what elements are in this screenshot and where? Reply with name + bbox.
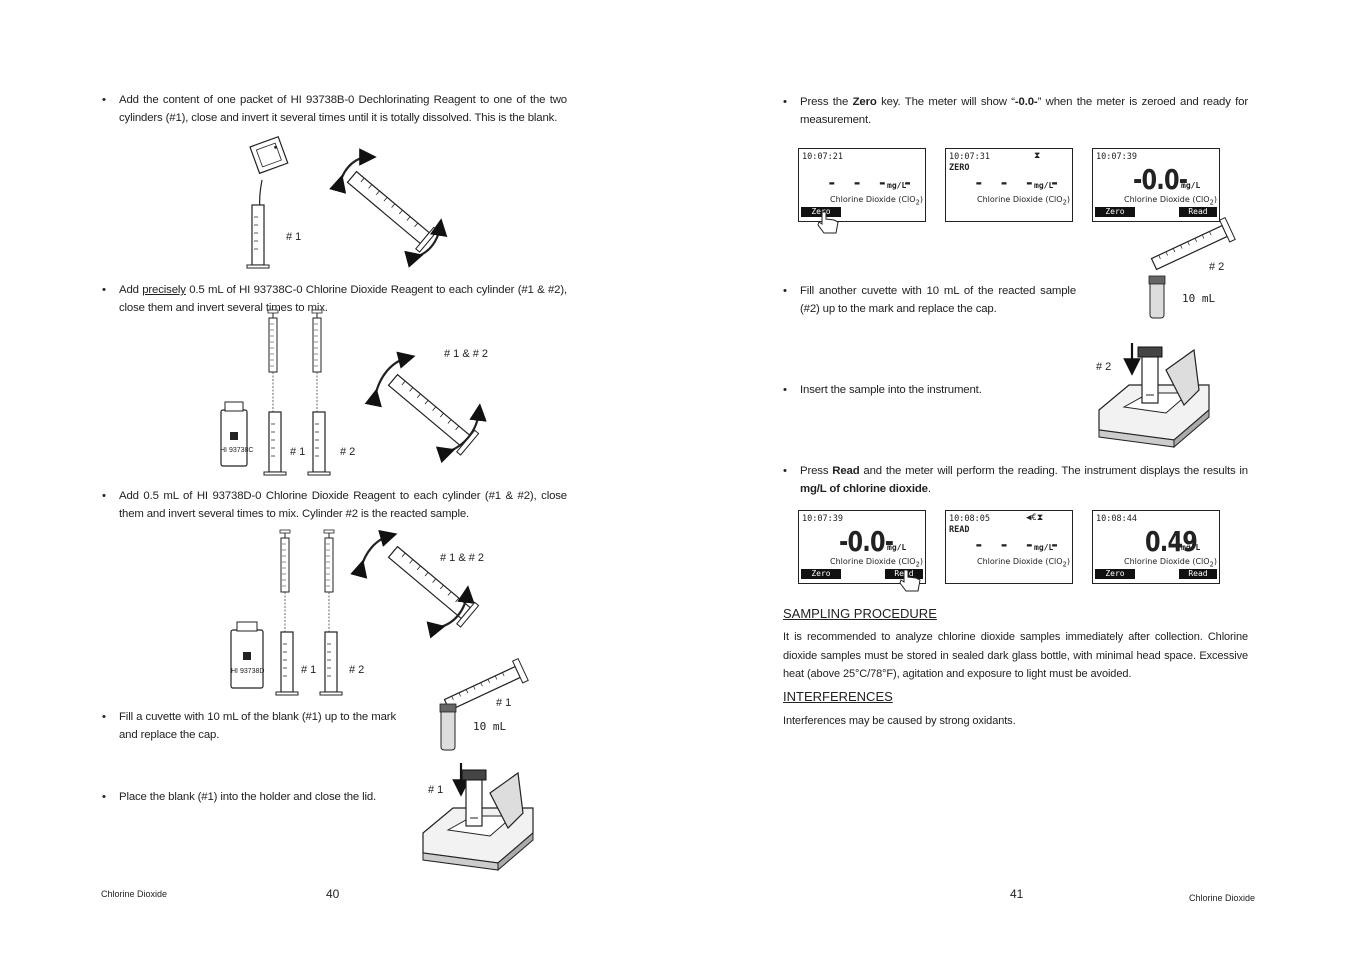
pointing-hand-icon bbox=[817, 211, 839, 234]
lamp-hourglass-icon: ◀€⧗ bbox=[1026, 513, 1044, 523]
step-add-dechlorinating-reagent: •Add the content of one packet of HI 937… bbox=[102, 94, 567, 124]
interferences-text: Interferences may be caused by strong ox… bbox=[783, 715, 1016, 727]
step-press-read: •Press Read and the meter will perform t… bbox=[783, 465, 1248, 495]
cylinder-2-label-c: # 2 bbox=[349, 664, 365, 676]
step-insert-sample: •Insert the sample into the instrument. bbox=[783, 384, 982, 396]
right-page: •Press the Zero key. The meter will show… bbox=[676, 0, 1351, 954]
zero-soft-key-3[interactable]: Zero bbox=[801, 569, 841, 579]
step-press-zero: •Press the Zero key. The meter will show… bbox=[783, 96, 1249, 126]
meter-sample-label: # 2 bbox=[1096, 361, 1112, 373]
insert-sample-meter-figure bbox=[1098, 343, 1210, 448]
volume-10ml-label: 10 mL bbox=[473, 720, 507, 733]
volume-10ml-label-2: 10 mL bbox=[1182, 292, 1216, 305]
lcd-screen-reading: 10:08:05 READ ◀€⧗ - - - - mg/L Chlorine … bbox=[945, 510, 1073, 584]
step-add-reagent-d: •Add 0.5 mL of HI 93738D-0 Chlorine Diox… bbox=[102, 490, 567, 520]
cuvette-1-label: # 1 bbox=[496, 697, 512, 709]
fill-reacted-cuvette-figure bbox=[1148, 216, 1236, 319]
cylinder-1-label: # 1 bbox=[286, 231, 302, 243]
both-cylinders-label-c: # 1 & # 2 bbox=[440, 552, 485, 564]
zero-soft-key-2[interactable]: Zero bbox=[1095, 207, 1135, 217]
sampling-procedure-heading: SAMPLING PROCEDURE bbox=[783, 606, 937, 621]
step-add-reagent-c: •Add precisely 0.5 mL of HI 93738C-0 Chl… bbox=[102, 284, 567, 314]
bottle-d-label: HI 93738D bbox=[231, 668, 265, 675]
zero-soft-key-4[interactable]: Zero bbox=[1095, 569, 1135, 579]
page-number-right: 41 bbox=[1010, 887, 1024, 901]
interferences-heading: INTERFERENCES bbox=[783, 689, 893, 704]
left-page: •Add the content of one packet of HI 937… bbox=[0, 0, 675, 954]
read-soft-key-3[interactable]: Read bbox=[1179, 569, 1217, 579]
cuvette-2-label: # 2 bbox=[1209, 261, 1225, 273]
read-soft-key[interactable]: Read bbox=[1179, 207, 1217, 217]
meter-blank-label: # 1 bbox=[428, 784, 444, 796]
cylinder-2-label-b: # 2 bbox=[340, 446, 356, 458]
blank-preparation-figure bbox=[246, 135, 448, 269]
zero-soft-key[interactable]: Zero bbox=[801, 207, 841, 217]
step-fill-blank-cuvette: •Fill a cuvette with 10 mL of the blank … bbox=[102, 711, 396, 741]
lcd-screen-result: 10:08:44 0.49 mg/L Chlorine Dioxide (ClO… bbox=[1092, 510, 1220, 584]
pointing-hand-icon-2 bbox=[899, 569, 921, 592]
step-place-blank: •Place the blank (#1) into the holder an… bbox=[102, 791, 377, 803]
reagent-c-figure bbox=[220, 309, 487, 476]
lcd-screen-zeroing: 10:07:31 ZERO ⧗ - - - - mg/L Chlorine Di… bbox=[945, 148, 1073, 222]
both-cylinders-label-b: # 1 & # 2 bbox=[444, 348, 489, 360]
step-fill-reacted-cuvette: •Fill another cuvette with 10 mL of the … bbox=[783, 285, 1076, 315]
fill-blank-cuvette-figure bbox=[439, 657, 529, 751]
lcd-screen-zeroed: 10:07:39 -0.0- mg/L Chlorine Dioxide (Cl… bbox=[1092, 148, 1220, 222]
hourglass-icon: ⧗ bbox=[1034, 151, 1041, 161]
cylinder-1-label-b: # 1 bbox=[290, 446, 306, 458]
reagent-d-figure bbox=[230, 529, 480, 696]
cylinder-1-label-c: # 1 bbox=[301, 664, 317, 676]
page-number-left: 40 bbox=[326, 887, 340, 901]
footer-title-right: Chlorine Dioxide bbox=[1189, 893, 1256, 903]
sampling-procedure-text: It is recommended to analyze chlorine di… bbox=[783, 631, 1248, 680]
lcd-screen-before-zero: 10:07:21 - - - - mg/L Chlorine Dioxide (… bbox=[798, 148, 926, 222]
bottle-c-label: HI 93738C bbox=[220, 447, 254, 454]
insert-blank-meter-figure bbox=[422, 763, 534, 871]
footer-title-left: Chlorine Dioxide bbox=[101, 889, 168, 899]
